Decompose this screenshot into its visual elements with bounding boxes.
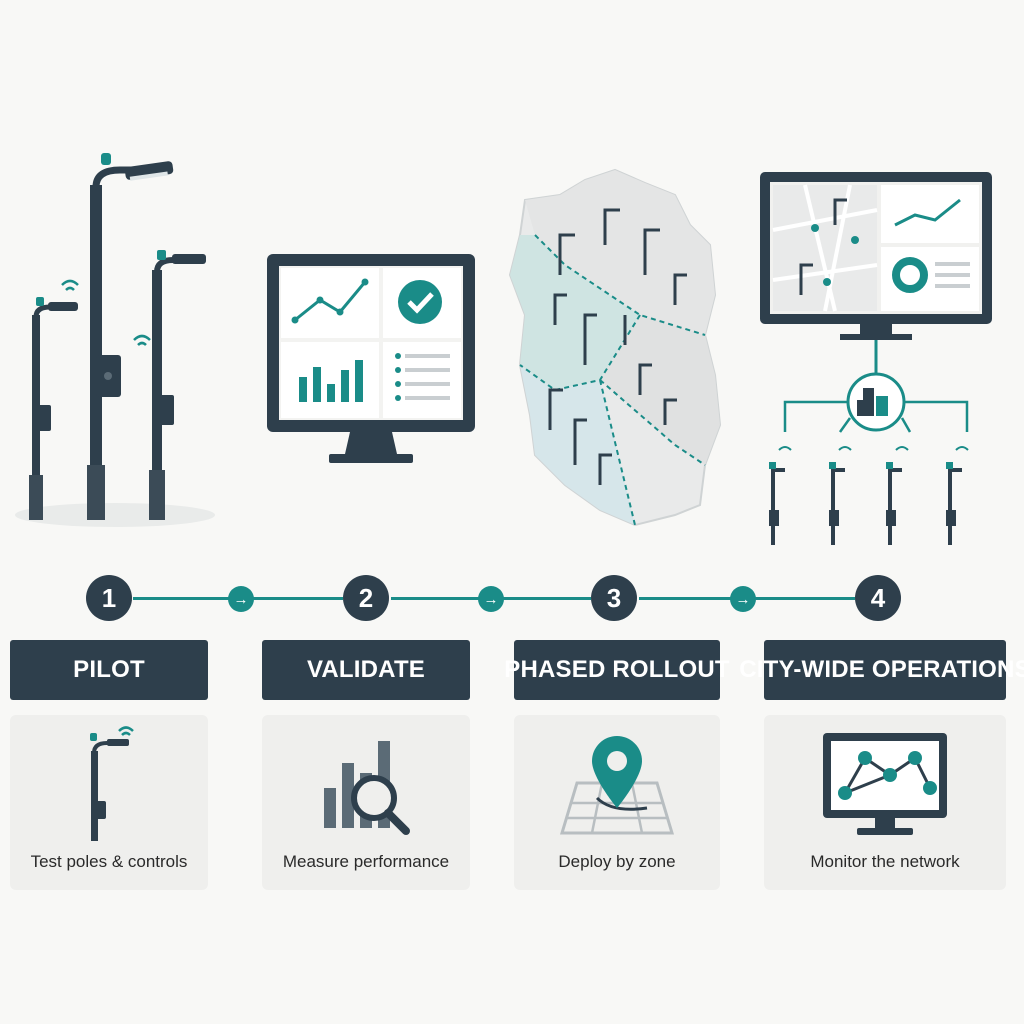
- network-monitor-icon: [823, 733, 947, 835]
- streetlight-pole-icon: [90, 726, 134, 841]
- bar-chart-magnifier-icon: [324, 741, 410, 835]
- map-pin-icon: [559, 736, 675, 835]
- arrow-right-icon: →: [228, 586, 254, 612]
- tall-streetlight-icon: [87, 153, 174, 520]
- step-number-2: 2: [343, 575, 389, 621]
- pilot-caption: Test poles & controls: [30, 852, 188, 871]
- step-number-3: 3: [591, 575, 637, 621]
- phase-title-phased-rollout: PHASED ROLLOUT: [504, 640, 730, 700]
- small-streetlight-icon: [29, 279, 79, 520]
- phased-rollout-card: Deploy by zone: [514, 715, 720, 890]
- step-number-1: 1: [86, 575, 132, 621]
- step-number-4: 4: [855, 575, 901, 621]
- validate-card: Measure performance: [262, 715, 470, 890]
- phased-rollout-caption: Deploy by zone: [558, 852, 676, 871]
- medium-streetlight-icon: [149, 250, 206, 520]
- validate-caption: Measure performance: [282, 852, 450, 871]
- pilot-streetlights-illustration: [15, 153, 215, 527]
- phase-title-citywide-operations: CITY-WIDE OPERATIONS: [739, 640, 1024, 700]
- citywide-operations-card: Monitor the network: [764, 715, 1006, 890]
- phase-title-pilot: PILOT: [10, 640, 208, 700]
- phase-title-validate: VALIDATE: [262, 640, 470, 700]
- citywide-operations-caption: Monitor the network: [810, 852, 960, 871]
- pilot-card: Test poles & controls: [10, 715, 208, 890]
- zoned-city-map: [508, 168, 722, 527]
- arrow-right-icon: →: [730, 586, 756, 612]
- arrow-right-icon: →: [478, 586, 504, 612]
- citywide-operations-illustration: [760, 172, 992, 545]
- validate-dashboard-monitor: [267, 254, 475, 463]
